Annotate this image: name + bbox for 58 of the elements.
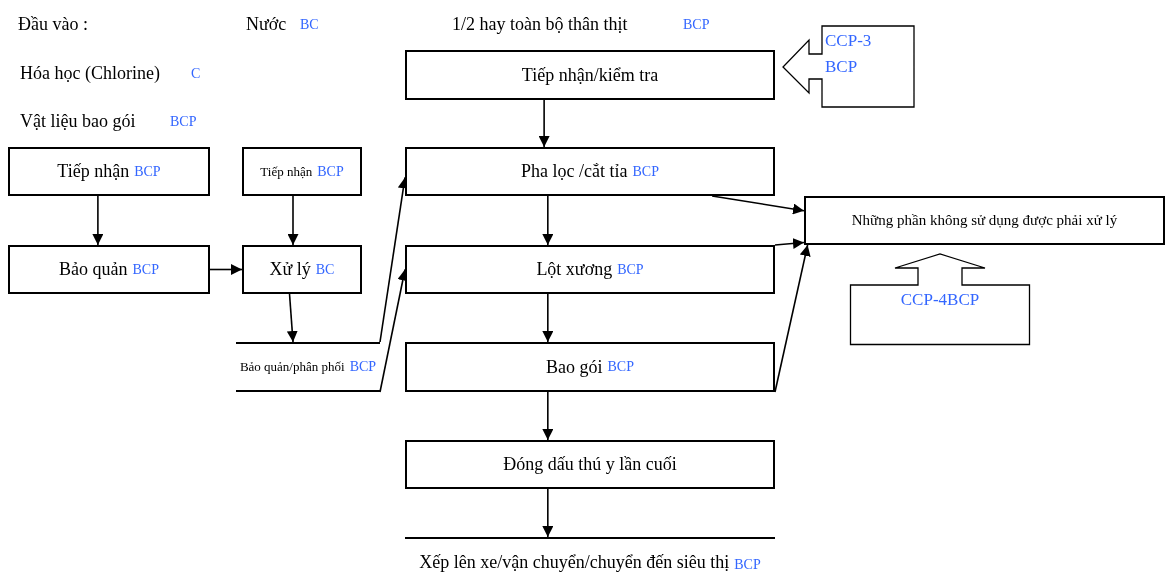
- step-label: Những phần không sử dụng được phải xử lý: [851, 212, 1118, 229]
- arrow: [542, 195, 554, 246]
- callout-arrow-box: [782, 25, 915, 108]
- code-label: BCP: [825, 56, 858, 78]
- process-box: [405, 440, 775, 489]
- process-box: [242, 245, 362, 294]
- data-store: [236, 342, 380, 392]
- process-box: [405, 245, 775, 294]
- arrow: [209, 264, 243, 275]
- process-box: [8, 147, 210, 196]
- process-box: [405, 342, 775, 392]
- process-box: [804, 196, 1165, 245]
- arrow: [711, 195, 805, 215]
- step-label: Bảo quản: [59, 259, 128, 280]
- arrow: [542, 391, 554, 441]
- step-label: Bảo quản/phân phối: [239, 359, 345, 375]
- arrow: [286, 293, 298, 343]
- arrow: [92, 195, 104, 246]
- step-label: CCP-3: [825, 30, 872, 52]
- arrow: [287, 195, 299, 246]
- code-label: BCP: [317, 163, 344, 180]
- code-label: BCP: [132, 261, 159, 278]
- step-label: Lột xương: [536, 259, 613, 280]
- step-label: Xử lý: [269, 259, 311, 280]
- code-label: BC: [300, 17, 319, 33]
- arrow: [542, 293, 554, 343]
- code-label: BC: [315, 261, 335, 278]
- step-label: Pha lọc /cắt tỉa: [521, 161, 628, 182]
- process-box: [405, 147, 775, 196]
- process-box: [8, 245, 210, 294]
- input-label: Nước: [246, 14, 287, 35]
- code-label: BCP: [632, 163, 659, 180]
- input-label: Đầu vào :: [18, 14, 88, 35]
- process-box: [405, 50, 775, 100]
- step-label: Tiếp nhận: [260, 163, 313, 180]
- step-label: Bao gói: [546, 356, 603, 378]
- input-label: Hóa học (Chlorine): [20, 63, 160, 84]
- code-label: BCP: [134, 163, 161, 180]
- input-label: 1/2 hay toàn bộ thân thịt: [452, 14, 628, 35]
- input-label: Vật liệu bao gói: [20, 111, 136, 132]
- arrow: [774, 238, 805, 249]
- code-label: BCP: [734, 557, 761, 573]
- code-label: BCP: [349, 359, 377, 375]
- step-label: Tiếp nhận/kiểm tra: [521, 64, 659, 86]
- code-label: BCP: [617, 261, 644, 278]
- step-label: Xếp lên xe/vận chuyển/chuyển đến siêu thị: [419, 552, 730, 573]
- code-label: BCP: [683, 17, 710, 33]
- code-label: BCP: [170, 114, 197, 130]
- arrow: [538, 99, 550, 148]
- arrow: [542, 488, 554, 538]
- step-label: CCP-4BCP: [900, 289, 980, 311]
- step-label: Tiếp nhận: [57, 161, 130, 182]
- code-label: C: [191, 66, 201, 82]
- code-label: BCP: [607, 359, 634, 375]
- callout-arrow-box: [850, 253, 1030, 345]
- process-box: [242, 147, 362, 196]
- step-label: Đóng dấu thú y lần cuối: [503, 454, 677, 475]
- arrow: [774, 244, 811, 393]
